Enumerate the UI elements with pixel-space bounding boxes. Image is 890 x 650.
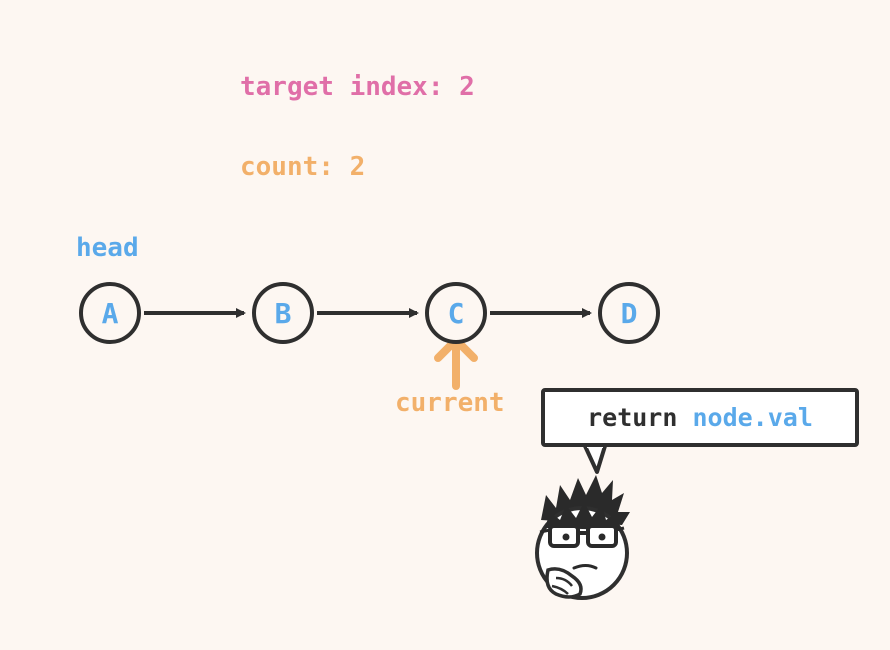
list-node-d: D — [598, 282, 660, 344]
speech-bubble: return node.val — [541, 388, 859, 447]
up-arrow-icon — [434, 336, 478, 390]
return-value: node.val — [692, 403, 813, 432]
target-index-label: target index: 2 — [240, 72, 475, 102]
list-node-b: B — [252, 282, 314, 344]
count-label: count: 2 — [240, 152, 366, 182]
list-node-c: C — [425, 282, 487, 344]
head-label: head — [76, 233, 139, 263]
current-label: current — [395, 388, 505, 418]
list-node-a: A — [79, 282, 141, 344]
return-keyword: return — [587, 403, 678, 432]
thinking-person-icon — [535, 475, 630, 600]
